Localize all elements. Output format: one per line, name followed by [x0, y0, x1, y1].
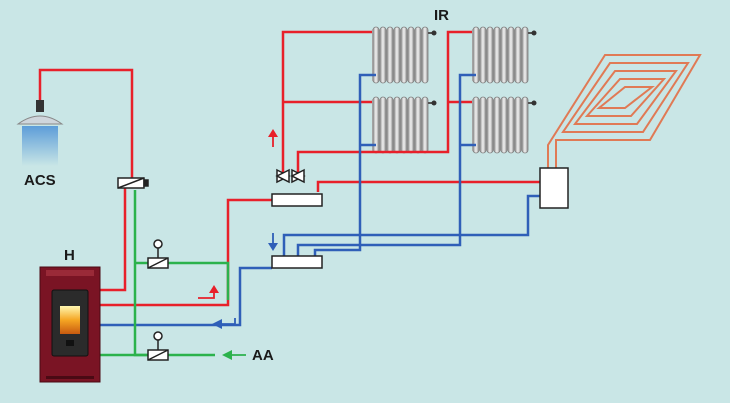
radiator-icon	[371, 96, 438, 154]
control-box-icon	[539, 167, 569, 209]
radiator-icon	[471, 96, 538, 154]
water-inlet-label: AA	[252, 347, 274, 364]
manifold-icon	[271, 193, 323, 207]
flow-arrow-icon	[198, 129, 278, 360]
heater-label: H	[64, 247, 75, 264]
valve-icon	[117, 168, 306, 361]
cold-water-lines	[100, 190, 230, 357]
hot-water-lines	[38, 30, 540, 307]
radiator-icon	[371, 26, 438, 84]
manifold-icon	[271, 255, 323, 269]
hot-water-label: ACS	[24, 172, 56, 189]
shower-icon	[16, 100, 64, 166]
radiator-icon	[471, 26, 538, 84]
floor-heating-coil-icon	[547, 54, 702, 168]
radiators-label: IR	[434, 7, 449, 24]
return-lines	[100, 73, 540, 327]
pellet-stove-icon	[39, 266, 101, 383]
